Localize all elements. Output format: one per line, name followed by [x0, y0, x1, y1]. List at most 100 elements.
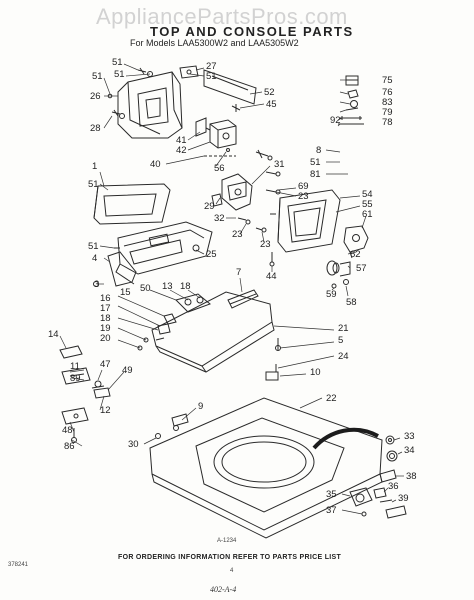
callout-51: 51: [112, 57, 123, 68]
callout-51: 51: [88, 241, 99, 252]
callout-27: 27: [206, 61, 217, 72]
callout-51: 51: [114, 69, 125, 80]
callout-56: 56: [214, 163, 225, 174]
callout-45: 45: [266, 99, 277, 110]
callout-32: 32: [214, 213, 225, 224]
callout-3: 3: [94, 279, 100, 290]
callout-23: 23: [260, 239, 271, 250]
callout-16: 16: [100, 293, 111, 304]
bumper-10: [266, 372, 278, 380]
callout-75: 75: [382, 75, 393, 86]
plug-30: [156, 434, 161, 439]
callout-40: 40: [150, 159, 161, 170]
callout-76: 76: [382, 87, 393, 98]
callout-1: 1: [92, 161, 98, 172]
callout-18: 18: [180, 281, 191, 292]
callout-leaders: [60, 64, 404, 514]
callout-62: 62: [350, 249, 361, 260]
callout-47: 47: [100, 359, 111, 370]
callout-31: 31: [274, 159, 285, 170]
callout-51: 51: [310, 157, 321, 168]
callout-10: 10: [310, 367, 321, 378]
timer-switch-assembly: [196, 118, 236, 152]
callout-58: 58: [346, 297, 357, 308]
callout-19: 19: [100, 323, 111, 334]
screw-set-81: [256, 150, 280, 194]
callout-69: 69: [298, 181, 309, 192]
switch-bracket: [212, 174, 252, 210]
callout-28: 28: [90, 123, 101, 134]
pulley-assembly: [327, 261, 350, 288]
page-number: 4: [230, 568, 234, 574]
diagram-title: TOP AND CONSOLE PARTS: [150, 24, 354, 39]
console-knob-bracket: [180, 66, 198, 78]
callout-41: 41: [176, 135, 187, 146]
callout-37: 37: [326, 505, 337, 516]
callout-86: 86: [64, 441, 75, 452]
screws-23: [238, 214, 276, 232]
callout-55: 55: [362, 199, 373, 210]
callout-4: 4: [92, 253, 98, 264]
callout-18: 18: [100, 313, 111, 324]
console-back-panel: [118, 72, 182, 138]
callout-39: 39: [398, 493, 409, 504]
watermark: AppliancePartsPros.com: [96, 4, 348, 29]
callout-50: 50: [140, 283, 151, 294]
ordering-info-note: FOR ORDERING INFORMATION REFER TO PARTS …: [118, 554, 342, 561]
callout-33: 33: [404, 431, 415, 442]
callout-38: 38: [406, 471, 417, 482]
callout-34: 34: [404, 445, 415, 456]
washer-top: [150, 398, 382, 538]
callout-20: 20: [100, 333, 111, 344]
callout-22: 22: [326, 393, 337, 404]
left-switch-parts: [60, 346, 110, 443]
callout-89: 89: [70, 373, 81, 384]
callout-51: 51: [206, 71, 217, 82]
water-valve-parts: [350, 436, 406, 518]
callout-81: 81: [310, 169, 321, 180]
callout-42: 42: [176, 145, 187, 156]
callout-15: 15: [120, 287, 131, 298]
callout-9: 9: [198, 401, 204, 412]
console-panel-body: [116, 222, 212, 284]
callout-44: 44: [266, 271, 277, 282]
callout-57: 57: [356, 263, 367, 274]
console-front-panel: [94, 184, 170, 224]
top-cover-plate: [152, 292, 274, 372]
callout-7: 7: [236, 267, 242, 278]
figure-code: A-1234: [217, 538, 237, 544]
callout-17: 17: [100, 303, 111, 314]
callout-52: 52: [264, 87, 275, 98]
lid-handle: [228, 290, 258, 308]
rear-console-panel: [204, 70, 256, 104]
end-cap-4: [108, 252, 136, 286]
callout-92: 92: [330, 115, 341, 126]
callout-54: 54: [362, 189, 373, 200]
callout-23: 23: [232, 229, 243, 240]
callout-83: 83: [382, 97, 393, 108]
callout-51: 51: [92, 71, 103, 82]
valve-switch-cluster: [138, 294, 210, 350]
callout-26: 26: [90, 91, 101, 102]
document-number: 378241: [8, 562, 29, 568]
callout-5: 5: [338, 335, 344, 346]
screw-45: [232, 104, 240, 112]
handwritten-note: 402-A-4: [210, 585, 237, 594]
callout-8: 8: [316, 145, 322, 156]
diagram-subtitle: For Models LAA5300W2 and LAA5305W2: [130, 38, 299, 48]
callout-29: 29: [204, 201, 215, 212]
callout-48: 48: [62, 425, 73, 436]
callout-13: 13: [162, 281, 173, 292]
callout-25: 25: [206, 249, 217, 260]
callout-23: 23: [298, 191, 309, 202]
small-parts-kit: [338, 76, 364, 124]
lid-frame: [278, 190, 340, 252]
callout-21: 21: [338, 323, 349, 334]
callout-14: 14: [48, 329, 59, 340]
callout-79: 79: [382, 107, 393, 118]
callout-30: 30: [128, 439, 139, 450]
callout-35: 35: [326, 489, 337, 500]
callout-78: 78: [382, 117, 393, 128]
